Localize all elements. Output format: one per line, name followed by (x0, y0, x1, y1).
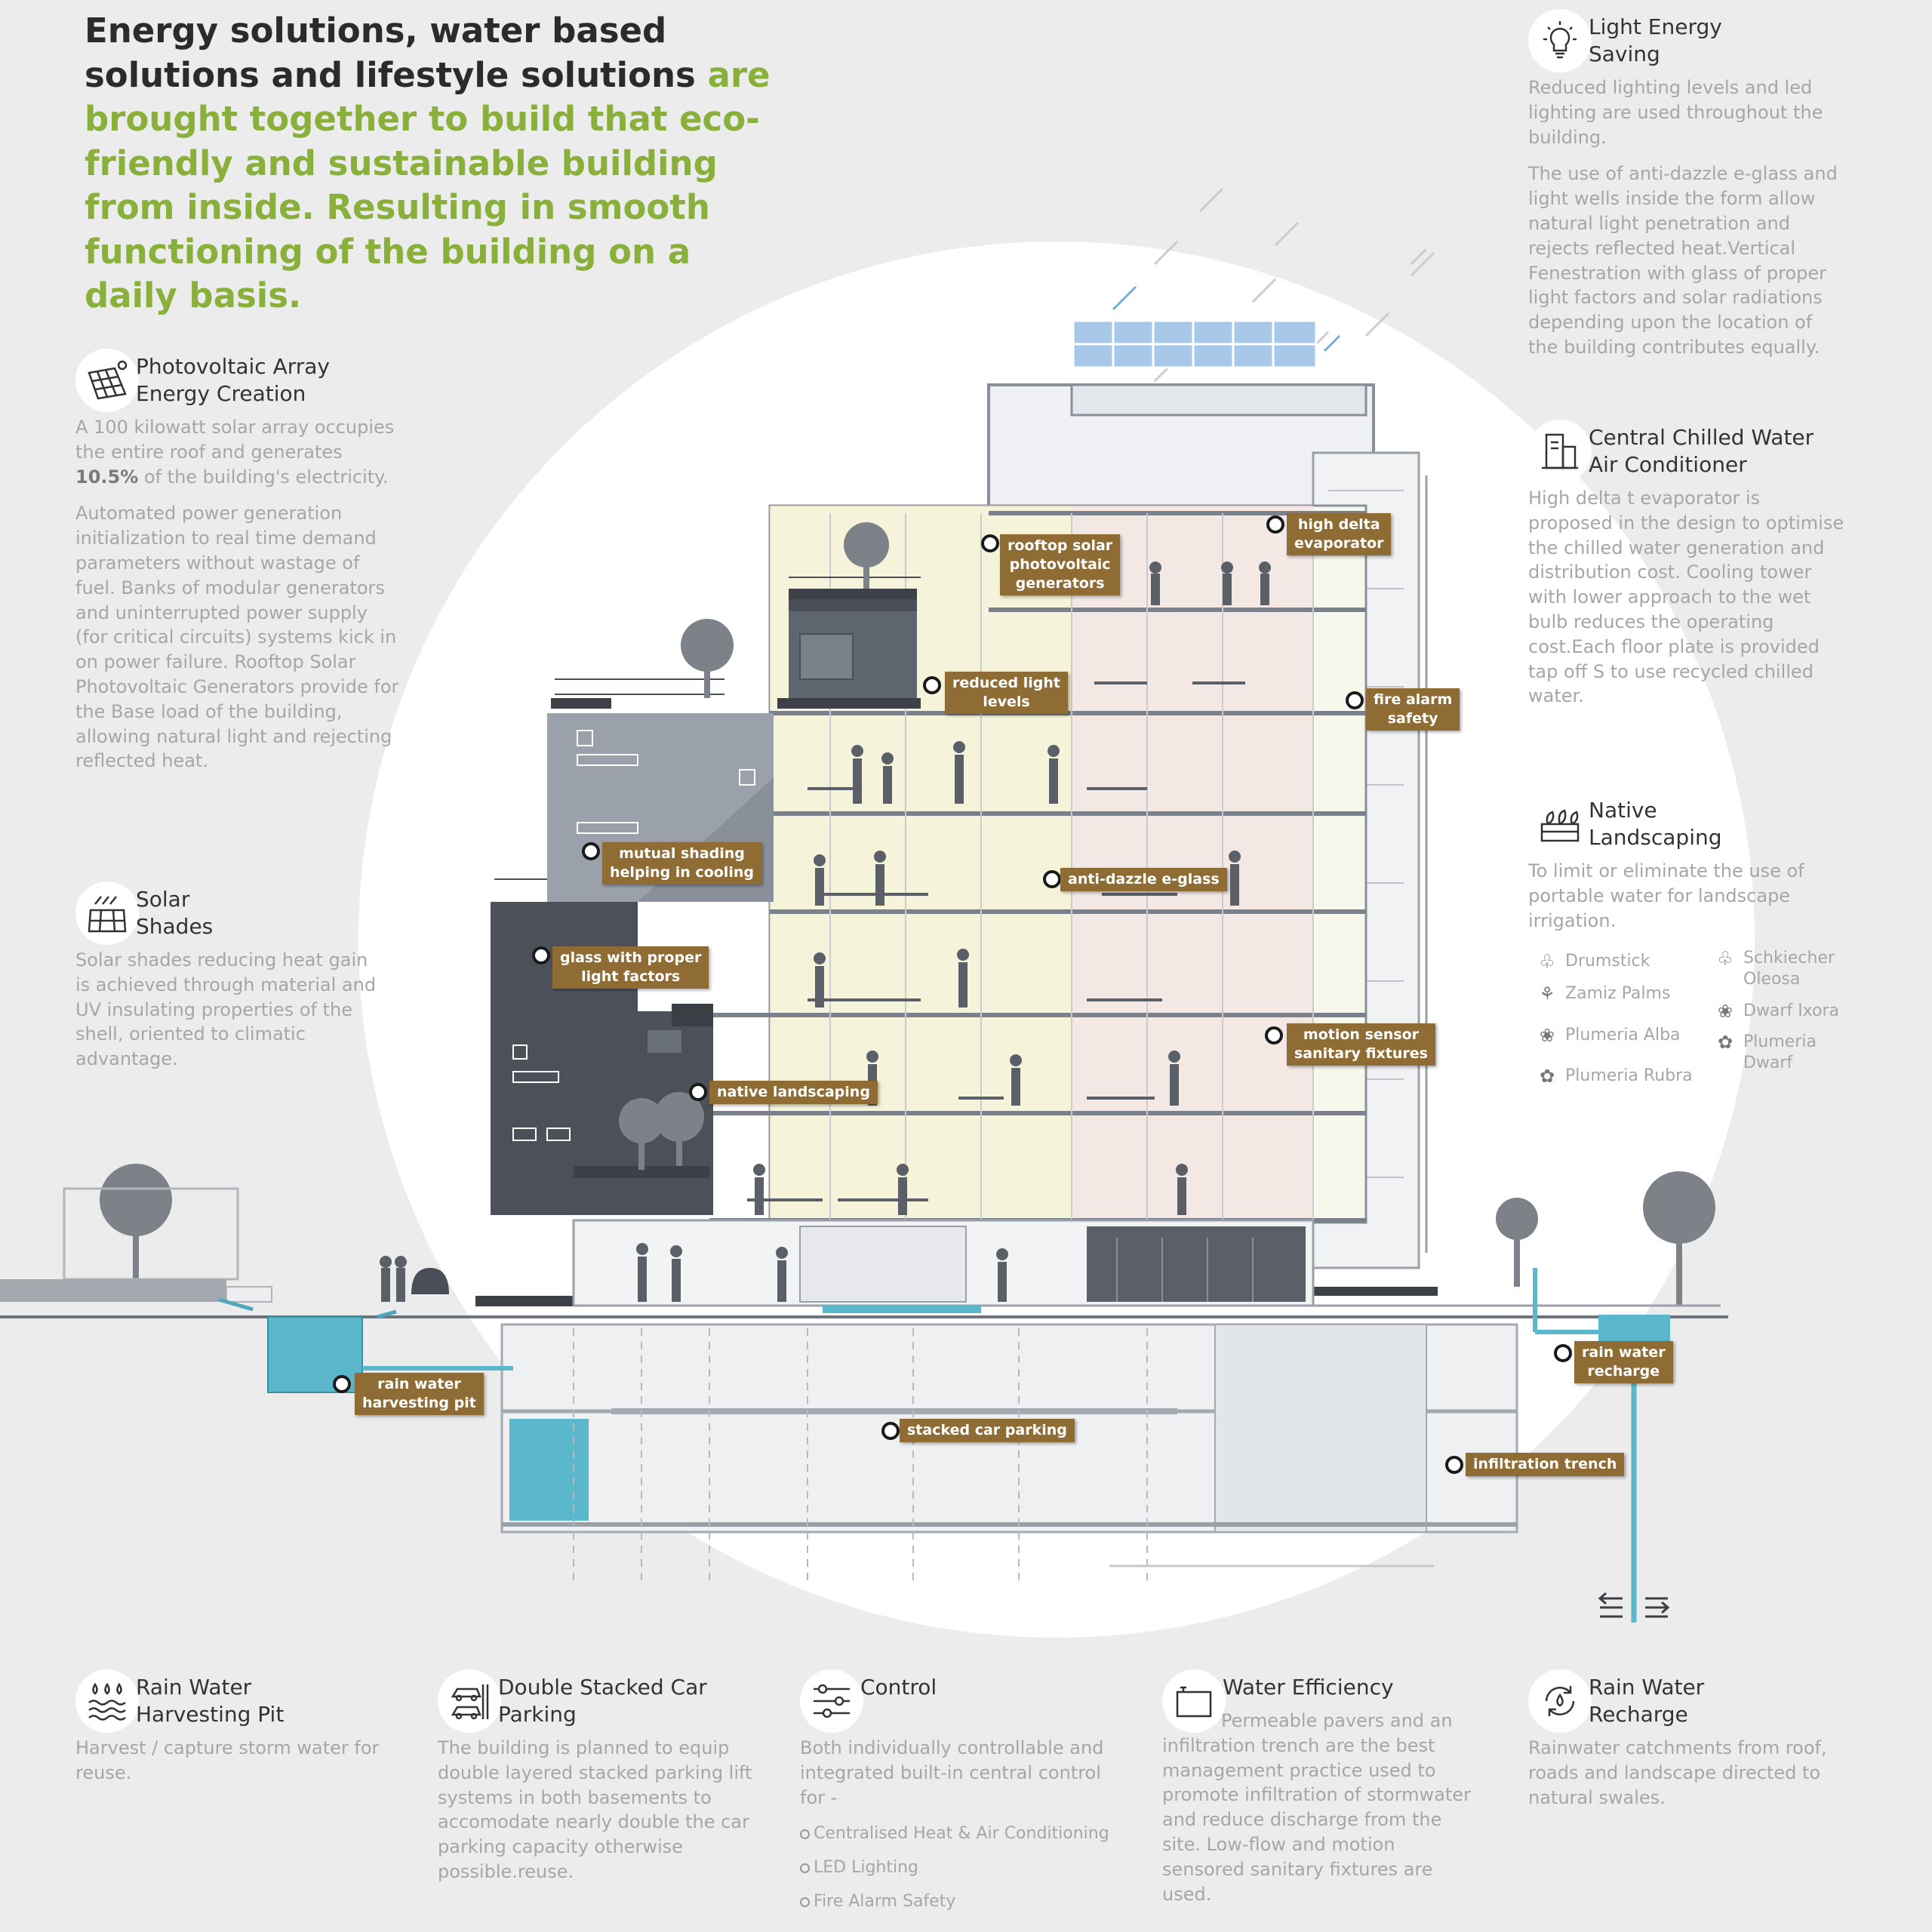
landscaping-text: To limit or eliminate the use of portabl… (1528, 860, 1804, 931)
sliders-icon (800, 1669, 863, 1733)
planters (475, 589, 1438, 1306)
tag-infiltration: infiltration trench (1466, 1453, 1625, 1476)
recharge-arrows (1598, 1592, 1670, 1618)
basement-water-tank (509, 1419, 589, 1521)
parking-title: Double Stacked Car Parking (498, 1675, 707, 1727)
light-energy-text-2: The use of anti-dazzle e-glass and light… (1528, 163, 1838, 358)
plant-schkiecher-oleosa: ♧Schkiecher Oleosa (1715, 948, 1841, 990)
rain-streaks-blue (1112, 285, 1341, 352)
control-title: Control (860, 1675, 937, 1700)
water-efficiency-text: Permeable pavers and an infiltration tre… (1162, 1710, 1471, 1905)
flower-icon: ❀ (1717, 1001, 1734, 1022)
tag-mutual-shading: mutual shading helping in cooling (602, 842, 761, 884)
tag-rain-pit: rain water harvesting pit (355, 1373, 484, 1415)
occupant-silhouettes (753, 561, 1271, 1215)
pin-motion-sensor (1265, 1026, 1283, 1044)
headline: Energy solutions, water based solutions … (85, 9, 786, 318)
pin-rain-pit (333, 1375, 351, 1393)
plant-dwarf-ixora: ❀Dwarf Ixora (1715, 1001, 1839, 1022)
control-bullet-fire: Fire Alarm Safety (800, 1890, 1124, 1915)
water-efficiency-title: Water Efficiency (1223, 1675, 1394, 1700)
plant-plumeria-rubra: ✿Plumeria Rubra (1537, 1066, 1693, 1087)
control-bullet-led: LED Lighting (800, 1856, 1124, 1881)
flower-icon: ✿ (1539, 1066, 1555, 1087)
flower-icon: ❀ (1539, 1025, 1555, 1046)
tag-glass-light: glass with proper light factors (552, 946, 709, 989)
tree-icon: ♧ (1717, 948, 1734, 969)
headline-dark: Energy solutions, water based solutions … (85, 11, 696, 95)
tag-rain-recharge: rain water recharge (1574, 1341, 1673, 1383)
flower-icon: ✿ (1717, 1032, 1734, 1053)
chilled-water-title: Central Chilled Water Air Conditioner (1589, 425, 1814, 477)
photovoltaic-text-1: A 100 kilowatt solar array occupies the … (75, 417, 395, 488)
plant-plumeria-alba: ❀Plumeria Alba (1537, 1025, 1681, 1046)
solar-shades-title: Solar Shades (136, 887, 214, 939)
tag-reduced-light: reduced light levels (945, 672, 1068, 714)
stacked-cars-icon (438, 1669, 501, 1733)
tag-rooftop-solar: rooftop solar photovoltaic generators (1000, 534, 1121, 595)
furniture-tables (747, 681, 1245, 1201)
tree-icon: ♧ (1539, 951, 1555, 972)
pin-anti-dazzle (1043, 870, 1061, 888)
chiller-icon (1528, 420, 1592, 483)
bullet-dot-icon (800, 1829, 810, 1840)
photovoltaic-percentage: 10.5% (75, 466, 139, 488)
light-energy-text-1: Reduced lighting levels and led lighting… (1528, 77, 1823, 148)
headline-green: are brought together to build that eco-f… (85, 54, 771, 316)
pin-high-delta (1266, 515, 1284, 534)
water-tank-icon (1162, 1669, 1226, 1733)
light-bulb-icon (1528, 9, 1592, 72)
ground-people (380, 1243, 1008, 1302)
pin-stacked-parking (881, 1422, 900, 1440)
trees (100, 522, 1715, 1306)
tag-high-delta: high delta evaporator (1287, 513, 1392, 555)
pin-glass-light (532, 946, 550, 964)
plant-drumstick: ♧Drumstick (1537, 951, 1650, 972)
water-recycle-icon (1528, 1669, 1592, 1733)
chilled-water-text: High delta t evaporator is proposed in t… (1528, 488, 1844, 707)
tag-fire-alarm: fire alarm safety (1366, 688, 1460, 731)
solar-shade-icon (75, 881, 139, 945)
planter-icon (1528, 792, 1592, 856)
plant-plumeria-dwarf: ✿Plumeria Dwarf (1715, 1032, 1819, 1074)
bullet-dot-icon (800, 1897, 810, 1907)
pin-native-landscaping (689, 1083, 707, 1101)
pin-rooftop-solar (981, 534, 999, 552)
control-bullet-hvac: Centralised Heat & Air Conditioning (800, 1822, 1124, 1847)
plant-zamiz-palms: ⚘Zamiz Palms (1537, 983, 1670, 1004)
pin-rain-recharge (1554, 1344, 1572, 1362)
recharge-text: Rainwater catchments from roof, roads an… (1528, 1737, 1827, 1808)
solar-shades-text: Solar shades reducing heat gain is achie… (75, 949, 377, 1070)
solar-panel-icon (75, 349, 139, 412)
solar-panel-array-top (1072, 319, 1318, 369)
water-drops-icon (75, 1669, 139, 1733)
recharge-title: Rain Water Recharge (1589, 1675, 1705, 1727)
pin-mutual-shading (582, 842, 600, 860)
pin-infiltration (1445, 1456, 1463, 1474)
parking-text: The building is planned to equip double … (438, 1737, 752, 1882)
tag-motion-sensor: motion sensor sanitary fixtures (1287, 1023, 1435, 1066)
palm-icon: ⚘ (1539, 983, 1555, 1004)
tag-anti-dazzle: anti-dazzle e-glass (1060, 868, 1227, 891)
rain-pit-text: Harvest / capture storm water for reuse. (75, 1737, 380, 1783)
control-text: Both individually controllable and integ… (800, 1737, 1104, 1808)
light-energy-title: Light Energy Saving (1589, 14, 1722, 66)
pin-reduced-light (923, 676, 941, 694)
rain-pit-title: Rain Water Harvesting Pit (136, 1675, 285, 1727)
photovoltaic-title: Photovoltaic Array Energy Creation (136, 354, 330, 406)
tag-native-landscaping: native landscaping (709, 1081, 878, 1104)
photovoltaic-text-2: Automated power generation initializatio… (75, 503, 399, 772)
tag-stacked-parking: stacked car parking (900, 1419, 1075, 1442)
bullet-dot-icon (800, 1863, 810, 1874)
landscaping-title: Native Landscaping (1589, 798, 1722, 850)
pin-fire-alarm (1346, 691, 1364, 709)
